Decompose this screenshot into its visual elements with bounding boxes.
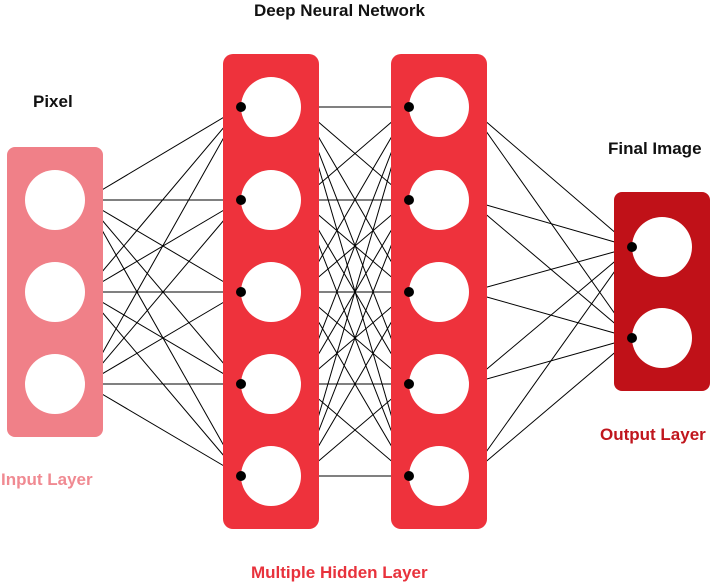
output-input-dot-1 — [627, 242, 637, 252]
h2-neuron-5 — [409, 446, 469, 506]
h2-input-dot-2 — [404, 195, 414, 205]
h1-neuron-1 — [241, 77, 301, 137]
diagram-title: Deep Neural Network — [254, 1, 425, 20]
h1-neuron-2 — [241, 170, 301, 230]
output-neuron-1 — [632, 217, 692, 277]
h1-input-dot-2 — [236, 195, 246, 205]
h1-input-dot-5 — [236, 471, 246, 481]
connection-input-2-h1-1 — [84, 199, 242, 385]
h2-input-dot-1 — [404, 102, 414, 112]
connections — [84, 106, 633, 477]
h2-input-dot-4 — [404, 379, 414, 389]
output-neuron-2 — [632, 308, 692, 368]
output-layer-caption: Output Layer — [600, 425, 706, 444]
h1-input-dot-3 — [236, 287, 246, 297]
h1-input-dot-1 — [236, 102, 246, 112]
h2-neuron-3 — [409, 262, 469, 322]
h1-input-dot-4 — [236, 379, 246, 389]
connection-h2-2-output-0 — [468, 246, 633, 293]
output-layer-heading: Final Image — [608, 139, 702, 158]
input-layer-heading: Pixel — [33, 92, 73, 111]
connection-dots — [236, 102, 637, 481]
h1-neuron-5 — [241, 446, 301, 506]
connection-input-1-h1-0 — [84, 106, 242, 293]
connection-h2-1-output-0 — [468, 199, 633, 248]
h2-neuron-4 — [409, 354, 469, 414]
connection-h2-3-output-0 — [468, 246, 633, 385]
connection-input-0-h1-0 — [84, 106, 242, 201]
h2-neuron-1 — [409, 77, 469, 137]
input-neuron-1 — [25, 170, 85, 230]
connection-h2-0-output-1 — [468, 106, 633, 339]
neurons — [25, 77, 692, 506]
input-neuron-3 — [25, 354, 85, 414]
h2-input-dot-5 — [404, 471, 414, 481]
connection-h2-4-output-0 — [468, 246, 633, 477]
connection-h2-4-output-1 — [468, 337, 633, 477]
connection-h2-0-output-0 — [468, 106, 633, 248]
input-neuron-2 — [25, 262, 85, 322]
h1-neuron-3 — [241, 262, 301, 322]
hidden-layer-caption: Multiple Hidden Layer — [251, 563, 428, 582]
h2-input-dot-3 — [404, 287, 414, 297]
connection-input-2-h1-4 — [84, 383, 242, 477]
input-layer-caption: Input Layer — [1, 470, 93, 489]
output-input-dot-2 — [627, 333, 637, 343]
h2-neuron-2 — [409, 170, 469, 230]
connection-input-2-h1-0 — [84, 106, 242, 385]
h1-neuron-4 — [241, 354, 301, 414]
connection-input-2-h1-2 — [84, 291, 242, 385]
